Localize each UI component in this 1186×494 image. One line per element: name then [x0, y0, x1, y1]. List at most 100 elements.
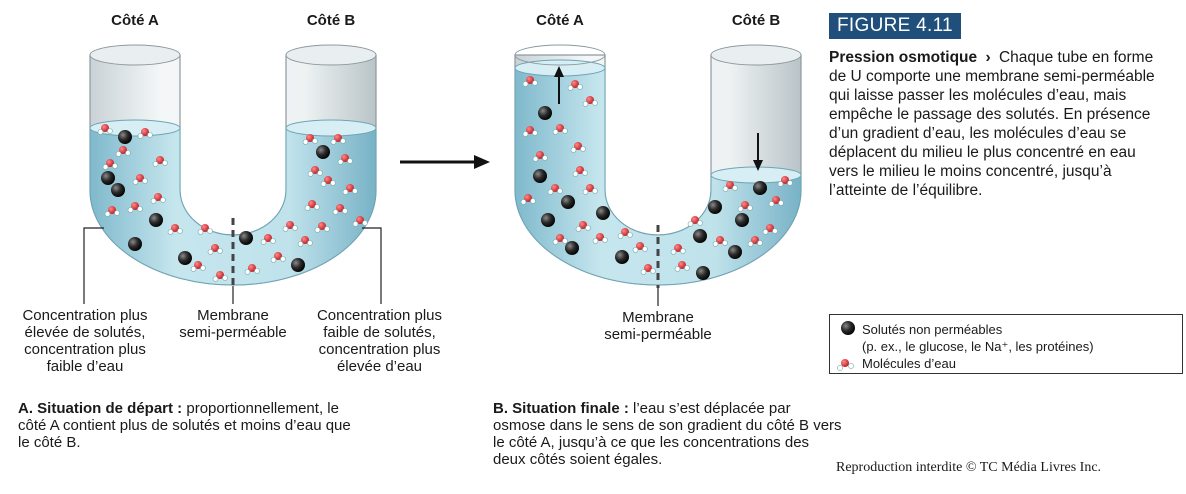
- left-callout: Concentration plus élevée de solutés, co…: [22, 307, 148, 375]
- water-molecule: [115, 146, 131, 157]
- water-molecule: [687, 216, 703, 227]
- water-molecule: [244, 264, 260, 275]
- solute-molecule: [565, 241, 579, 255]
- solute-molecule: [596, 206, 610, 220]
- water-molecule: [547, 184, 563, 195]
- water-molecule: [632, 242, 648, 253]
- side-a-label-b: Côté A: [536, 12, 584, 29]
- water-molecule: [722, 181, 738, 192]
- solute-molecule: [316, 145, 330, 159]
- water-molecule: [570, 142, 586, 153]
- solute-molecule: [693, 229, 707, 243]
- solute-molecule: [239, 231, 253, 245]
- caption-a: A. Situation de départ : proportionnelle…: [18, 400, 351, 451]
- side-b-label-a: Côté B: [306, 12, 356, 29]
- u-tube-b: [514, 44, 802, 288]
- solute-molecule: [118, 130, 132, 144]
- figure-tag: FIGURE 4.11: [829, 13, 961, 39]
- water-molecule: [582, 184, 598, 195]
- caption-b: B. Situation finale : l’eau s’est déplac…: [493, 400, 842, 468]
- callout-line-right: [362, 227, 382, 304]
- water-molecule: [768, 196, 784, 207]
- water-molecule: [532, 151, 548, 162]
- water-molecule: [330, 134, 346, 145]
- water-molecule: [777, 176, 793, 187]
- chevron-right-icon: ›: [985, 49, 991, 66]
- water-molecule-icon: [837, 359, 854, 371]
- right-callout: Concentration plus faible de solutés, co…: [316, 307, 443, 375]
- callout-line-left: [83, 227, 104, 304]
- solute-molecule: [615, 250, 629, 264]
- legend-water: Molécules d’eau: [862, 356, 956, 371]
- water-molecule: [212, 271, 228, 282]
- solute-molecule: [178, 251, 192, 265]
- water-molecule: [302, 134, 318, 145]
- water-molecule: [320, 176, 336, 187]
- water-molecule: [737, 201, 753, 212]
- solute-molecule: [533, 169, 547, 183]
- solute-molecule: [128, 237, 142, 251]
- water-molecule: [552, 234, 568, 245]
- water-molecule: [575, 221, 591, 232]
- u-tube-a: [89, 44, 377, 286]
- water-molecule: [167, 224, 183, 235]
- water-molecule: [342, 184, 358, 195]
- solute-molecule: [291, 258, 305, 272]
- water-molecule: [304, 200, 320, 211]
- water-molecule: [552, 124, 568, 135]
- water-molecule: [132, 174, 148, 185]
- water-molecule: [297, 236, 313, 247]
- solute-molecule: [708, 200, 722, 214]
- solute-molecule: [753, 181, 767, 195]
- water-molecule: [307, 166, 323, 177]
- solute-molecule: [541, 213, 555, 227]
- water-molecule: [282, 221, 298, 232]
- water-molecule: [270, 252, 286, 263]
- water-molecule: [97, 124, 113, 135]
- copyright: Reproduction interdite © TC Média Livres…: [836, 460, 1102, 475]
- legend: Solutés non perméables (p. ex., le gluco…: [829, 314, 1183, 374]
- water-molecule: [762, 224, 778, 235]
- water-molecule: [567, 80, 583, 91]
- water-molecule: [352, 216, 368, 227]
- water-molecule: [150, 193, 166, 204]
- water-molecule: [522, 126, 538, 137]
- water-molecule: [337, 154, 353, 165]
- water-molecule: [207, 244, 223, 255]
- solute-molecule: [111, 183, 125, 197]
- water-molecule: [520, 194, 536, 205]
- water-molecule: [102, 159, 118, 170]
- legend-solutes-examples: (p. ex., le glucose, le Na⁺, les protéin…: [862, 339, 1094, 354]
- water-molecule: [260, 234, 276, 245]
- solute-molecule: [696, 266, 710, 280]
- solute-molecule: [728, 245, 742, 259]
- solute-molecule: [735, 213, 749, 227]
- figure-description: Pression osmotique › Chaque tube en form…: [829, 49, 1155, 199]
- solute-molecule: [101, 171, 115, 185]
- molecules-b: [520, 76, 793, 280]
- water-molecule: [674, 261, 690, 272]
- water-molecule: [104, 206, 120, 217]
- membrane-callout-b: Membrane semi-perméable: [604, 309, 712, 343]
- water-molecule: [197, 224, 213, 235]
- solute-icon: [841, 321, 855, 335]
- figure-title: Pression osmotique: [829, 49, 978, 66]
- water-molecule: [572, 166, 588, 177]
- water-molecule: [592, 233, 608, 244]
- side-a-label-a: Côté A: [111, 12, 159, 29]
- water-molecule: [190, 261, 206, 272]
- solute-molecule: [561, 195, 575, 209]
- water-molecule: [522, 76, 538, 87]
- membrane-callout-a: Membrane semi-perméable: [179, 307, 287, 341]
- legend-solutes: Solutés non perméables: [862, 322, 1003, 337]
- water-molecule: [712, 236, 728, 247]
- side-b-label-b: Côté B: [731, 12, 781, 29]
- water-molecule: [152, 156, 168, 167]
- water-molecule: [640, 264, 656, 275]
- water-molecule: [670, 244, 686, 255]
- solute-molecule: [538, 106, 552, 120]
- molecules-a: [97, 124, 368, 282]
- water-molecule: [747, 236, 763, 247]
- transition-arrow: [400, 155, 490, 169]
